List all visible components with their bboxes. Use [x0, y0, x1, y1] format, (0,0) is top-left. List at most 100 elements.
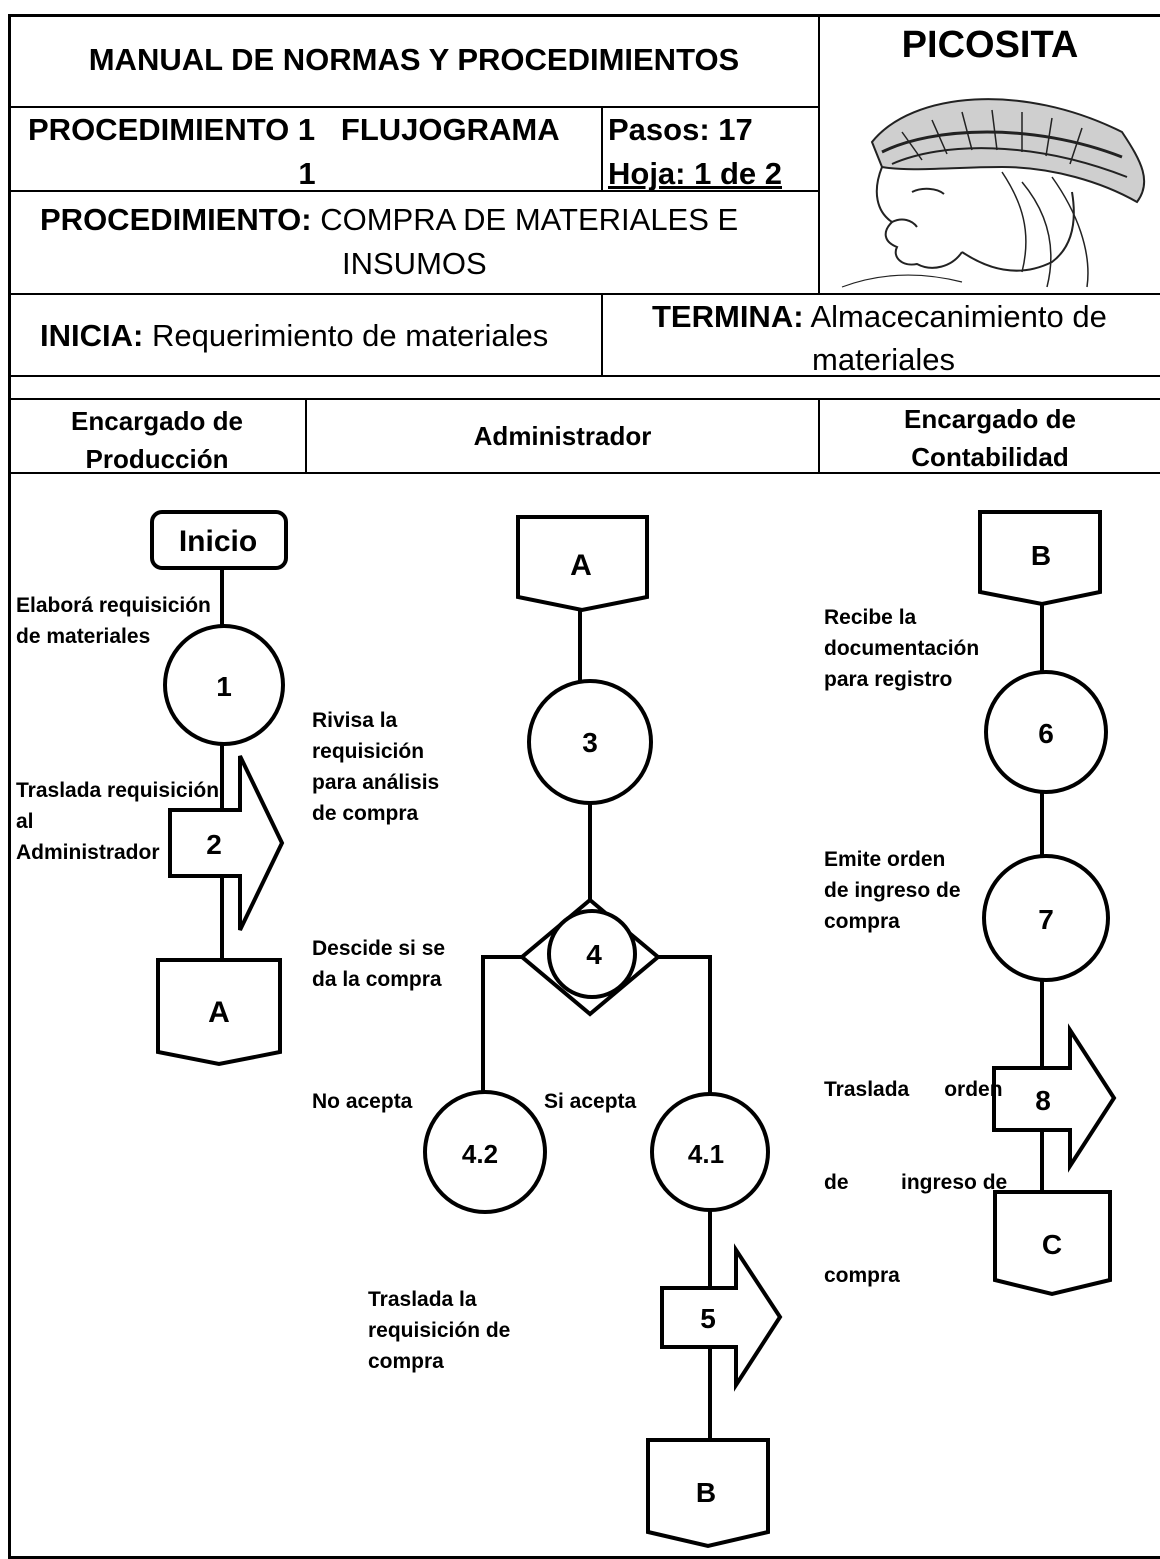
- step-8-transport-arrow: [992, 1023, 1117, 1173]
- step-2-note: Traslada requisición al Administrador: [16, 775, 219, 868]
- note-line: requisición: [312, 740, 425, 763]
- lane-header-line: Producción: [85, 444, 229, 474]
- lane-header-line: Encargado de: [71, 406, 243, 436]
- note-line: para análisis: [312, 771, 440, 794]
- logo-portrait-image: [841, 98, 1146, 288]
- note-line: compra: [368, 1350, 444, 1373]
- note-line: Rivisa la: [312, 709, 398, 732]
- connector-c-out-label: C: [1042, 1229, 1062, 1260]
- step-7-label: 7: [1038, 904, 1054, 935]
- note-line: para registro: [824, 668, 953, 691]
- connector-b-out-label: B: [696, 1477, 716, 1508]
- note-line: Elaborá requisición: [16, 594, 211, 617]
- company-name: PICOSITA: [901, 24, 1079, 66]
- yes-accept-label: Si acepta: [544, 1090, 637, 1113]
- step-5-transport-arrow: [660, 1243, 783, 1392]
- flow-line-no: [481, 955, 524, 1092]
- ends-value-line1: Almacecanimiento de: [810, 299, 1107, 334]
- step-4-2-operation: [423, 1090, 547, 1214]
- procedure-label: PROCEDIMIENTO:: [40, 202, 312, 237]
- lane-header-accounting: Encargado de Contabilidad: [820, 400, 1160, 476]
- connector-b-in: [978, 510, 1102, 607]
- step-4-note: Descide si se da la compra: [312, 933, 445, 995]
- step-7-note: Emite orden de ingreso de compra: [824, 844, 961, 937]
- start-label: Inicio: [179, 525, 257, 558]
- note-line: Traslada orden: [824, 1078, 1003, 1101]
- procedure-name-line1: COMPRA DE MATERIALES E: [320, 202, 739, 237]
- step-1-operation: [163, 624, 285, 746]
- note-line: Descide si se: [312, 937, 446, 960]
- note-line: al: [16, 810, 34, 833]
- step-3-label: 3: [582, 727, 598, 758]
- connector-a-out: [156, 958, 282, 1067]
- lane-header-line: Administrador: [473, 421, 652, 451]
- note-line: de materiales: [16, 625, 151, 648]
- no-accept-label: No acepta: [312, 1090, 413, 1113]
- step-4-label: 4: [586, 939, 602, 970]
- note-line: Administrador: [16, 841, 160, 864]
- starts-value: Requerimiento de materiales: [151, 318, 549, 353]
- starts-field: INICIA: Requerimiento de materiales: [40, 316, 548, 356]
- note-line: requisición de: [368, 1319, 511, 1342]
- connector-c-out: [993, 1190, 1112, 1297]
- step-5-note: Traslada la requisición de compra: [368, 1284, 510, 1377]
- step-6-operation: [984, 670, 1108, 794]
- note-line: de compra: [312, 802, 419, 825]
- step-6-note: Recibe la documentación para registro: [824, 602, 979, 695]
- step-8-note: Traslada orden de ingreso de compra: [824, 1012, 1007, 1322]
- procedure-name-line2: INSUMOS: [342, 246, 487, 281]
- note-line: Traslada requisición: [16, 779, 220, 802]
- ends-value-line2: materiales: [812, 342, 955, 377]
- step-4-circle: [547, 909, 637, 999]
- note-line: documentación: [824, 637, 980, 660]
- sheet-number: Hoja: 1 de 2: [608, 156, 782, 191]
- header-divider: [818, 14, 820, 295]
- connector-a-out-label: A: [208, 996, 230, 1029]
- header-divider: [8, 398, 1160, 400]
- note-line: Emite orden: [824, 848, 946, 871]
- procedure-number-line2: 1: [298, 156, 316, 191]
- note-line: Recibe la: [824, 606, 917, 629]
- header-divider: [601, 293, 603, 375]
- header-divider: [8, 375, 1160, 377]
- step-6-label: 6: [1038, 718, 1054, 749]
- lane-header-line: Contabilidad: [911, 442, 1069, 472]
- note-line: Traslada la: [368, 1288, 477, 1311]
- connector-b-in-label: B: [1031, 540, 1051, 571]
- start-terminator: [150, 510, 288, 570]
- connector-b-out: [646, 1438, 770, 1549]
- steps-count: Pasos: 17: [608, 112, 753, 147]
- step-1-label: 1: [216, 671, 232, 702]
- flow-line-yes: [656, 955, 712, 1098]
- step-7-operation: [982, 854, 1110, 982]
- note-line: da la compra: [312, 968, 442, 991]
- step-4-2-label: 4.2: [462, 1139, 498, 1169]
- note-line: compra: [824, 910, 900, 933]
- step-3-operation: [527, 679, 653, 805]
- connector-a-in-label: A: [570, 549, 592, 582]
- step-4-1-operation: [650, 1092, 770, 1212]
- lane-header-production: Encargado de Producción: [8, 402, 306, 478]
- step-2-label: 2: [206, 829, 222, 860]
- manual-title: MANUAL DE NORMAS Y PROCEDIMIENTOS: [88, 42, 740, 77]
- starts-label: INICIA:: [40, 318, 144, 353]
- ends-field: TERMINA: Almacecanimiento de: [652, 297, 1107, 337]
- lane-header-divider: [8, 472, 1160, 474]
- note-line: de ingreso de: [824, 1171, 1008, 1194]
- header-divider: [8, 293, 1160, 295]
- header-divider: [601, 106, 603, 192]
- lane-divider: [818, 398, 820, 474]
- step-8-label: 8: [1035, 1085, 1051, 1116]
- step-2-transport-arrow: [168, 755, 285, 931]
- step-5-label: 5: [700, 1303, 716, 1334]
- header-divider: [8, 106, 820, 108]
- procedure-number-line1: PROCEDIMIENTO 1 FLUJOGRAMA: [28, 112, 560, 147]
- note-line: de ingreso de: [824, 879, 961, 902]
- step-4-1-label: 4.1: [688, 1139, 724, 1169]
- connector-a-in: [516, 515, 649, 613]
- header-divider: [8, 190, 820, 192]
- step-3-note: Rivisa la requisición para análisis de c…: [312, 705, 439, 829]
- ends-label: TERMINA:: [652, 299, 804, 334]
- step-1-note: Elaborá requisición de materiales: [16, 590, 211, 652]
